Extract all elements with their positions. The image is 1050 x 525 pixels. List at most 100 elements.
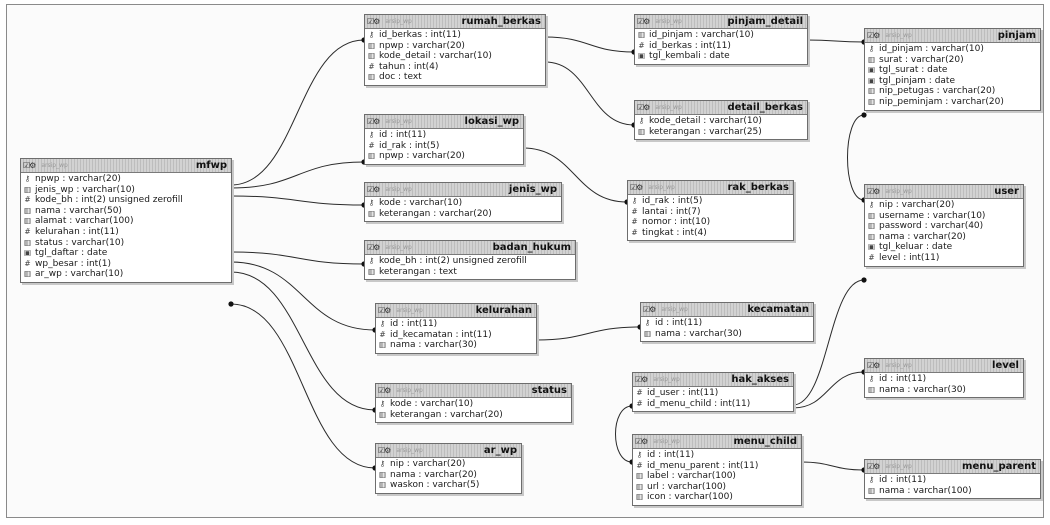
column-row[interactable]: ⚷id_berkas : int(11) bbox=[367, 30, 543, 41]
column-row[interactable]: #level : int(11) bbox=[867, 253, 1021, 264]
column-row[interactable]: ⚷id : int(11) bbox=[367, 130, 521, 141]
column-row[interactable]: ▥nama : varchar(20) bbox=[867, 232, 1021, 243]
column-row[interactable]: ▥icon : varchar(100) bbox=[635, 492, 799, 503]
column-row[interactable]: ▥keterangan : varchar(20) bbox=[367, 209, 559, 220]
column-row[interactable]: #id_rak : int(5) bbox=[367, 141, 521, 152]
column-row[interactable]: ▥nama : varchar(20) bbox=[378, 470, 519, 481]
column-row[interactable]: ▥nama : varchar(100) bbox=[867, 486, 1038, 497]
column-row[interactable]: ▥keterangan : varchar(25) bbox=[637, 127, 805, 138]
column-row[interactable]: ⚷id : int(11) bbox=[378, 319, 534, 330]
column-row[interactable]: ⚷npwp : varchar(20) bbox=[23, 174, 229, 185]
column-row[interactable]: ▥url : varchar(100) bbox=[635, 482, 799, 493]
column-row[interactable]: ▥ar_wp : varchar(10) bbox=[23, 269, 229, 280]
column-row[interactable]: ▥jenis_wp : varchar(10) bbox=[23, 185, 229, 196]
column-row[interactable]: ▥label : varchar(100) bbox=[635, 471, 799, 482]
column-row[interactable]: ⚷id : int(11) bbox=[643, 318, 811, 329]
column-row[interactable]: #id_berkas : int(11) bbox=[637, 41, 805, 52]
column-row[interactable]: ▣tgl_surat : date bbox=[867, 65, 1038, 76]
column-row[interactable]: ▥surat : varchar(20) bbox=[867, 55, 1038, 66]
column-row[interactable]: #wp_besar : int(1) bbox=[23, 259, 229, 270]
column-row[interactable]: #id_user : int(11) bbox=[635, 388, 791, 399]
column-row[interactable]: ⚷kode : varchar(10) bbox=[367, 198, 559, 209]
column-row[interactable]: ⚷id_rak : int(5) bbox=[630, 196, 791, 207]
column-row[interactable]: ▥waskon : varchar(5) bbox=[378, 480, 519, 491]
column-row[interactable]: #lantai : int(7) bbox=[630, 207, 791, 218]
column-row[interactable]: ⚷kode_bh : int(2) unsigned zerofill bbox=[367, 256, 573, 267]
column-row[interactable]: ▥nip_peminjam : varchar(20) bbox=[867, 97, 1038, 108]
column-row[interactable]: ⚷id : int(11) bbox=[867, 374, 1021, 385]
column-row[interactable]: #nomor : int(10) bbox=[630, 217, 791, 228]
column-row[interactable]: ⚷kode_detail : varchar(10) bbox=[637, 116, 805, 127]
column-row[interactable]: ⚷nip : varchar(20) bbox=[867, 200, 1021, 211]
column-row[interactable]: ⚷id_pinjam : varchar(10) bbox=[867, 44, 1038, 55]
column-row[interactable]: ▥npwp : varchar(20) bbox=[367, 41, 543, 52]
column-row[interactable]: ▥nama : varchar(30) bbox=[643, 329, 811, 340]
column-row[interactable]: ▥keterangan : text bbox=[367, 267, 573, 278]
column-row[interactable]: ▥doc : text bbox=[367, 72, 543, 83]
column-row[interactable]: ⚷kode : varchar(10) bbox=[378, 399, 569, 410]
column-row[interactable]: ▥keterangan : varchar(20) bbox=[378, 410, 569, 421]
column-row[interactable]: #id_menu_parent : int(11) bbox=[635, 461, 799, 472]
column-row[interactable]: ▥alamat : varchar(100) bbox=[23, 216, 229, 227]
column-row[interactable]: ⚷id : int(11) bbox=[635, 450, 799, 461]
column-row[interactable]: ▥kode_detail : varchar(10) bbox=[367, 51, 543, 62]
column-row[interactable]: #id_menu_child : int(11) bbox=[635, 399, 791, 410]
column-row[interactable]: #tahun : int(4) bbox=[367, 62, 543, 73]
column-row[interactable]: ▥id_pinjam : varchar(10) bbox=[637, 30, 805, 41]
column-row[interactable]: ▥username : varchar(10) bbox=[867, 211, 1021, 222]
column-row[interactable]: ▣tgl_daftar : date bbox=[23, 248, 229, 259]
column-row[interactable]: #tingkat : int(4) bbox=[630, 228, 791, 239]
column-row[interactable]: ▥npwp : varchar(20) bbox=[367, 151, 521, 162]
column-row[interactable]: ▥status : varchar(10) bbox=[23, 238, 229, 249]
column-row[interactable]: ▥password : varchar(40) bbox=[867, 221, 1021, 232]
column-row[interactable]: ▣tgl_pinjam : date bbox=[867, 76, 1038, 87]
column-row[interactable]: #kode_bh : int(2) unsigned zerofill bbox=[23, 195, 229, 206]
column-row[interactable]: ▥nama : varchar(30) bbox=[867, 385, 1021, 396]
column-row[interactable]: #id_kecamatan : int(11) bbox=[378, 330, 534, 341]
column-row[interactable]: ▣tgl_keluar : date bbox=[867, 242, 1021, 253]
column-row[interactable]: ⚷id : int(11) bbox=[867, 475, 1038, 486]
column-row[interactable]: ▥nama : varchar(30) bbox=[378, 340, 534, 351]
column-row[interactable]: ▣tgl_kembali : date bbox=[637, 51, 805, 62]
column-row[interactable]: ▥nip_petugas : varchar(20) bbox=[867, 86, 1038, 97]
column-row[interactable]: ▥nama : varchar(50) bbox=[23, 206, 229, 217]
column-row[interactable]: #kelurahan : int(11) bbox=[23, 227, 229, 238]
column-row[interactable]: ⚷nip : varchar(20) bbox=[378, 459, 519, 470]
